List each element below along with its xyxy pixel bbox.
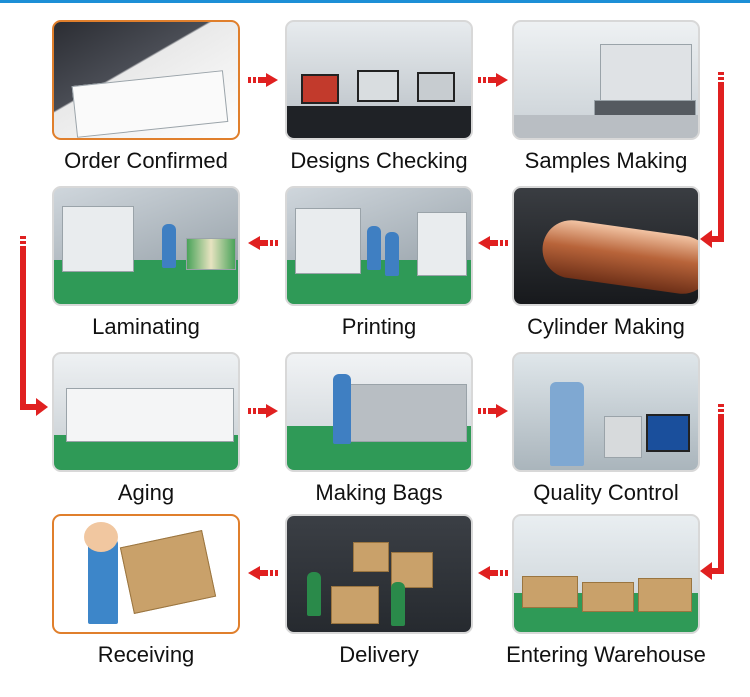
lab-inspection-photo: [512, 352, 700, 472]
step-making-bags: Making Bags: [285, 352, 473, 505]
connector-left: [20, 236, 48, 416]
step-label: Receiving: [97, 642, 195, 667]
step-label: Printing: [341, 314, 417, 339]
step-quality-control: Quality Control: [512, 352, 700, 505]
step-label: Quality Control: [533, 480, 679, 505]
step-receiving: Receiving: [52, 514, 240, 667]
arrow-left-icon: [248, 566, 278, 580]
warehouse-pallets-photo: [512, 514, 700, 634]
bag-making-machine-photo: [285, 352, 473, 472]
copper-cylinder-photo: [512, 186, 700, 306]
step-label: Delivery: [339, 642, 419, 667]
arrow-left-icon: [478, 236, 508, 250]
printing-press-photo: [285, 186, 473, 306]
step-label: Entering Warehouse: [506, 642, 706, 667]
step-label: Samples Making: [524, 148, 688, 173]
connector-right-lower: [700, 404, 724, 580]
arrow-right-icon: [478, 404, 508, 418]
step-label: Laminating: [92, 314, 200, 339]
arrow-left-icon: [478, 566, 508, 580]
step-samples-making: Samples Making: [512, 20, 700, 173]
step-label: Cylinder Making: [527, 314, 685, 339]
step-label: Aging: [117, 480, 175, 505]
step-entering-warehouse: Entering Warehouse: [506, 514, 706, 667]
arrow-right-icon: [248, 404, 278, 418]
step-designs-checking: Designs Checking: [285, 20, 473, 173]
step-printing: Printing: [285, 186, 473, 339]
step-label: Order Confirmed: [64, 148, 228, 173]
arrow-right-icon: [248, 73, 278, 87]
step-cylinder-making: Cylinder Making: [512, 186, 700, 339]
top-accent-line: [0, 0, 750, 3]
step-order-confirmed: Order Confirmed: [52, 20, 240, 173]
connector-right-upper: [700, 72, 724, 248]
arrow-right-icon: [478, 73, 508, 87]
courier-with-box-photo: [52, 514, 240, 634]
step-label: Designs Checking: [290, 148, 468, 173]
document-signing-photo: [52, 20, 240, 140]
truck-loading-photo: [285, 514, 473, 634]
step-label: Making Bags: [315, 480, 443, 505]
step-laminating: Laminating: [52, 186, 240, 339]
arrow-left-icon: [248, 236, 278, 250]
laminating-machine-photo: [52, 186, 240, 306]
plotter-machine-photo: [512, 20, 700, 140]
step-delivery: Delivery: [285, 514, 473, 667]
step-aging: Aging: [52, 352, 240, 505]
aging-oven-photo: [52, 352, 240, 472]
office-computers-photo: [285, 20, 473, 140]
